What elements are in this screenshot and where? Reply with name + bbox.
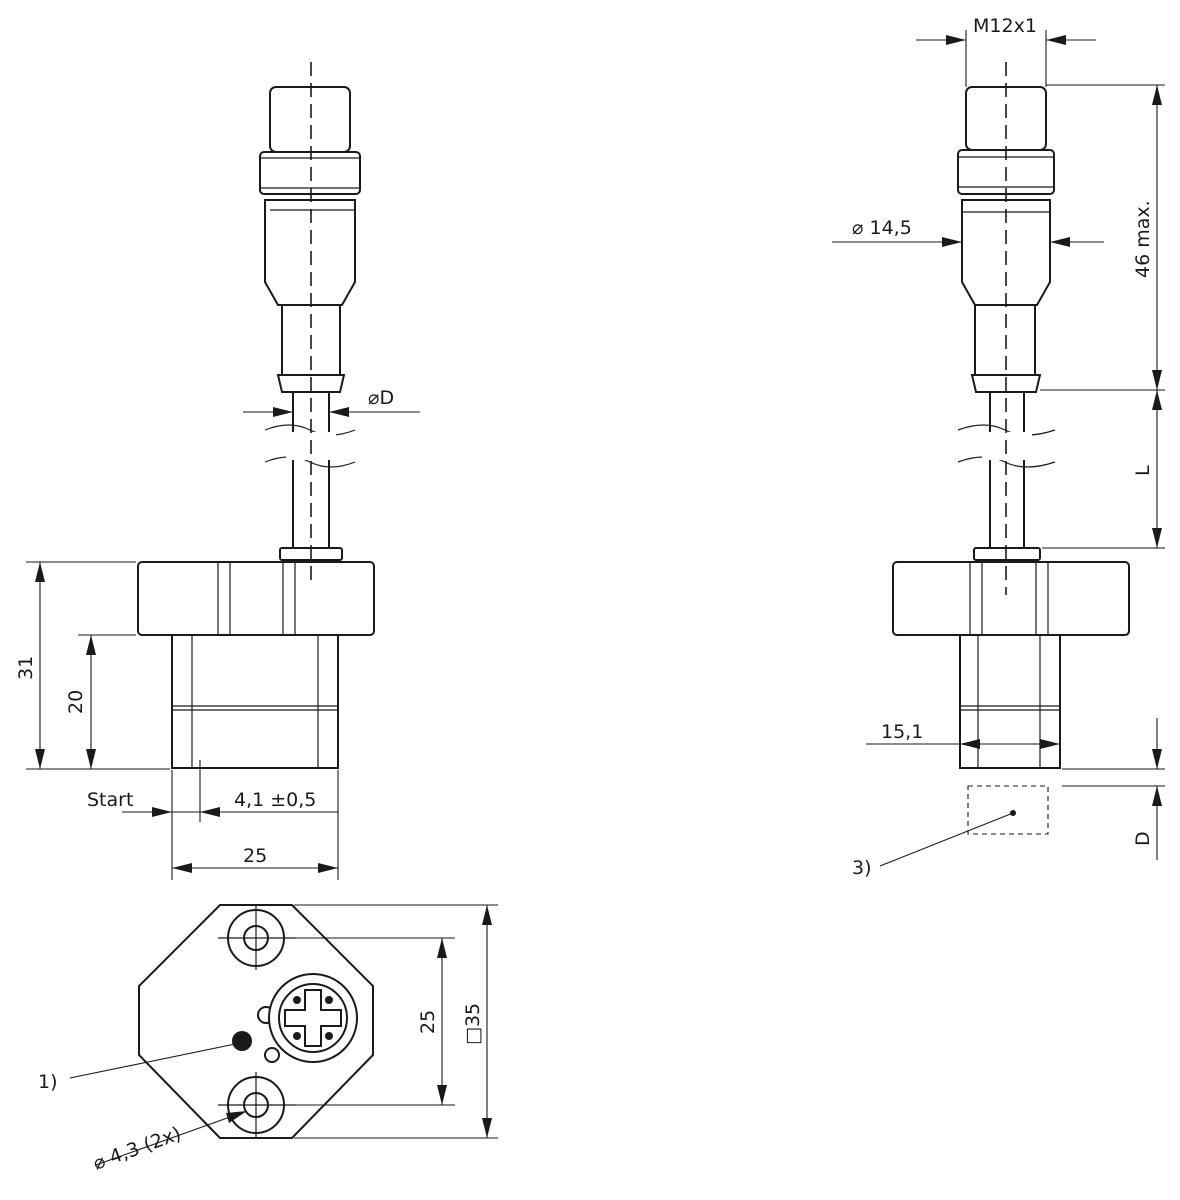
dim-dia-14-5: ⌀ 14,5 bbox=[832, 217, 1104, 247]
side-housing bbox=[892, 561, 1130, 769]
dim-start-offset: Start 4,1 ±0,5 bbox=[87, 760, 339, 880]
width-15-1-label: 15,1 bbox=[881, 721, 923, 743]
mounting-hole-bottom bbox=[218, 1072, 296, 1138]
offset-label: 4,1 ±0,5 bbox=[234, 789, 316, 811]
dim-height-31-label: 31 bbox=[15, 656, 37, 680]
dim-width-15-1: 15,1 bbox=[866, 721, 1060, 749]
bottom-view: 1) ⌀ 4,3 (2x) 25 □35 bbox=[38, 904, 498, 1175]
dim-width-25-label: 25 bbox=[243, 845, 267, 867]
dim-lengths: 46 max. L bbox=[1040, 84, 1165, 549]
front-view: ⌀D 31 20 Start 4,1 ±0,5 bbox=[15, 62, 420, 880]
length-46-label: 46 max. bbox=[1132, 200, 1154, 278]
note-1-label: 1) bbox=[38, 1071, 58, 1093]
start-label: Start bbox=[87, 789, 133, 811]
dim-height-20-label: 20 bbox=[65, 690, 87, 714]
depth-d-label: D bbox=[1132, 831, 1154, 846]
dim-pitch-25: 25 bbox=[290, 937, 455, 1106]
sensing-zone: 3) bbox=[852, 785, 1049, 879]
dim-dia-d-label: ⌀D bbox=[368, 387, 394, 409]
pitch-25-label: 25 bbox=[417, 1010, 439, 1034]
led-indicator bbox=[232, 1031, 252, 1051]
dim-square-35: □35 bbox=[294, 904, 498, 1139]
dim-depth-d: D bbox=[1062, 718, 1165, 860]
front-housing bbox=[137, 561, 375, 769]
bottom-connector bbox=[257, 973, 358, 1063]
mounting-hole-top bbox=[218, 905, 296, 970]
hole-dia-label: ⌀ 4,3 (2x) bbox=[90, 1123, 184, 1175]
length-l-label: L bbox=[1132, 465, 1154, 476]
side-cable bbox=[957, 392, 1056, 561]
front-connector bbox=[259, 86, 361, 393]
flange-outline bbox=[138, 904, 374, 1139]
dim-thread: M12x1 bbox=[916, 15, 1096, 87]
dim-height-31: 31 bbox=[15, 561, 170, 770]
dia-14-5-label: ⌀ 14,5 bbox=[852, 217, 912, 239]
thread-label: M12x1 bbox=[973, 15, 1037, 37]
dim-height-20: 20 bbox=[65, 634, 136, 769]
dim-dia-d: ⌀D bbox=[243, 387, 420, 417]
side-view: M12x1 ⌀ 14,5 46 max. L bbox=[832, 15, 1165, 879]
front-cable bbox=[264, 392, 356, 561]
note-3-label: 3) bbox=[852, 857, 872, 879]
square-35-label: □35 bbox=[462, 1003, 484, 1045]
dim-width-25: 25 bbox=[172, 845, 338, 873]
